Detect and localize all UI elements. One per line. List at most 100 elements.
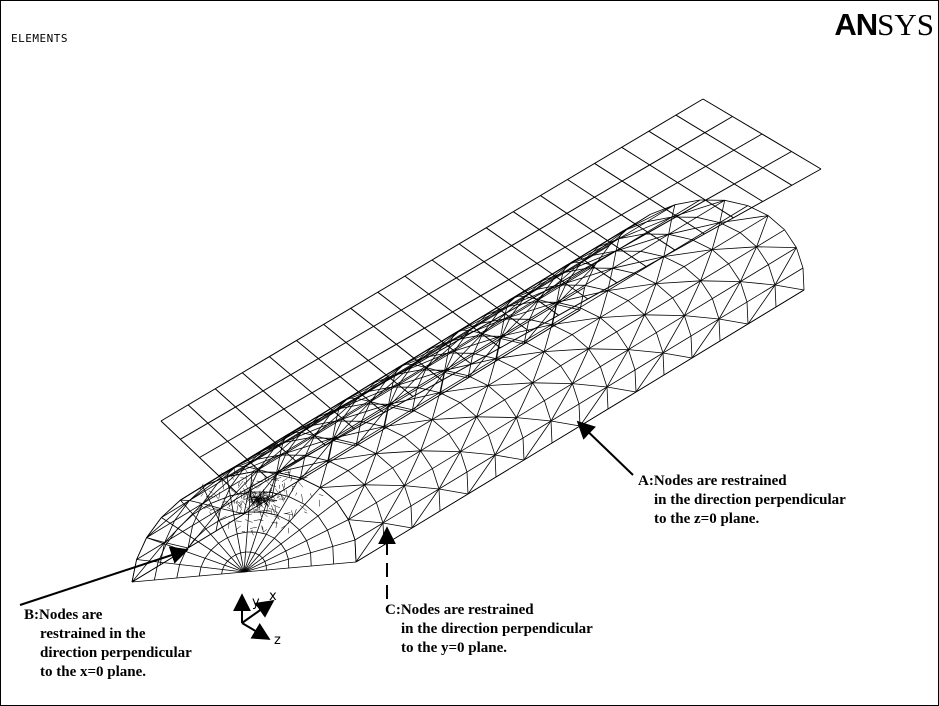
refined-mesh-edge (257, 482, 264, 489)
shell-edge (634, 369, 637, 393)
shell-diagonal (606, 349, 629, 388)
shell-diagonal (404, 485, 440, 490)
shell-diagonal (719, 200, 726, 223)
shell-diagonal (510, 272, 564, 300)
refined-mesh-edge (281, 478, 288, 482)
shell-diagonal (588, 348, 629, 350)
shell-diagonal (525, 261, 573, 297)
refined-mesh-edge (229, 487, 236, 492)
shell-diagonal (370, 364, 414, 402)
refined-mesh-edge (291, 510, 294, 518)
refined-mesh-edge (258, 495, 262, 500)
front-face-edge (180, 485, 203, 501)
refined-mesh-edge (260, 491, 268, 496)
shell-diagonal (712, 246, 757, 250)
refined-mesh-edge (285, 490, 288, 496)
shell-edge (251, 199, 701, 473)
shell-diagonal (404, 450, 421, 486)
shell-diagonal (439, 385, 489, 393)
front-face-edge (154, 561, 159, 581)
refined-mesh-edge (238, 481, 240, 487)
front-face-edge (165, 528, 179, 545)
refined-mesh-edge (254, 498, 260, 504)
axis-label-y: y (252, 595, 260, 610)
refined-mesh-edge (235, 520, 242, 522)
shell-diagonal (615, 238, 620, 252)
shell-edge (243, 491, 249, 515)
refined-mesh-edge (319, 494, 324, 497)
shell-diagonal (622, 204, 676, 232)
shell-diagonal (516, 264, 567, 297)
front-face-spoke (131, 571, 245, 583)
shell-diagonal (551, 317, 601, 325)
shell-edge (217, 465, 237, 484)
shell-diagonal (606, 386, 637, 393)
shell-diagonal (279, 437, 333, 456)
refined-mesh-edge (250, 530, 254, 536)
shell-diagonal (301, 432, 315, 436)
shell-diagonal (668, 222, 720, 235)
front-face-edge (136, 537, 147, 560)
refined-mesh-edge (254, 494, 262, 499)
shell-diagonal (494, 417, 517, 456)
refined-mesh-edge (243, 490, 245, 499)
refined-mesh-edge (309, 493, 313, 498)
ansys-logo: ANSYS (834, 7, 934, 43)
shell-diagonal (655, 256, 665, 284)
shell-diagonal (572, 348, 589, 384)
front-face-edge (317, 515, 328, 531)
shell-diagonal (335, 403, 389, 422)
shell-edge (439, 392, 461, 403)
refined-mesh-edge (250, 485, 253, 493)
shell-edge (683, 266, 701, 282)
refined-mesh-edge (262, 529, 268, 533)
shell-edge (215, 508, 221, 532)
plate-grid-line (269, 356, 355, 430)
shell-edge (271, 474, 277, 498)
refined-mesh-edge (253, 484, 257, 489)
refined-mesh-edge (299, 504, 307, 512)
refined-mesh-edge (236, 500, 238, 504)
refined-mesh-edge (274, 505, 277, 512)
shell-diagonal (438, 451, 461, 490)
annotation-leaders (19, 420, 634, 606)
shell-diagonal (245, 431, 293, 467)
front-face-edge (192, 503, 212, 515)
front-face-edge (255, 552, 260, 556)
shell-diagonal (516, 382, 533, 418)
refined-mesh-edge (258, 505, 262, 509)
plate-grid-line (323, 324, 414, 397)
shell-edge (635, 273, 657, 284)
refined-mesh-edge (270, 479, 277, 481)
shell-edge (192, 503, 203, 526)
refined-mesh-edge (265, 489, 273, 495)
front-face-spoke (202, 486, 245, 573)
refined-mesh-edge (238, 505, 242, 510)
front-face-edge (205, 520, 220, 530)
refined-mesh-edge (279, 493, 286, 500)
shell-diagonal (332, 420, 337, 439)
refined-mesh-edge (275, 521, 277, 528)
shell-edge (432, 468, 440, 490)
shell-diagonal (711, 222, 721, 250)
front-face-edge (263, 511, 278, 516)
shell-diagonal (301, 397, 349, 433)
shell-diagonal (718, 281, 741, 320)
shell-edge (466, 471, 469, 495)
refined-mesh-edge (200, 493, 204, 497)
front-face-edge (218, 537, 228, 544)
shell-edge (459, 402, 477, 418)
shell-diagonal (635, 352, 664, 393)
shell-diagonal (220, 469, 259, 509)
shell-edge (304, 435, 315, 458)
shell-edge (599, 317, 617, 333)
shell-diagonal (544, 348, 589, 352)
shell-edge (560, 365, 573, 384)
refined-mesh-edge (244, 481, 249, 490)
shell-edge (522, 437, 525, 461)
front-face-edge (235, 552, 241, 556)
refined-mesh-edge (242, 500, 246, 506)
plate-grid-line (485, 227, 589, 300)
shell-diagonal (413, 364, 427, 368)
refined-mesh-edge (259, 498, 262, 506)
